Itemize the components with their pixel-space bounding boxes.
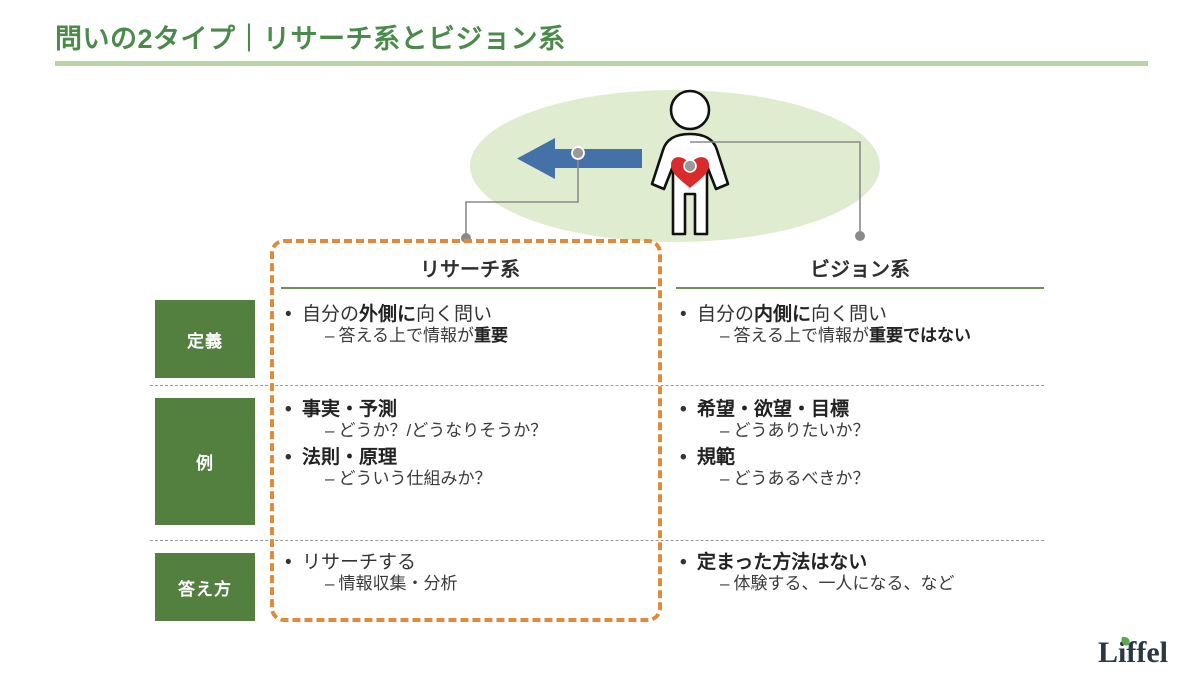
- sub-item: –どういう仕組みか？: [325, 469, 492, 488]
- cell-vision-example: 希望・欲望・目標 –どうありたいか？ 規範 –どうあるべきか？: [678, 400, 1058, 496]
- research-highlight-box: [270, 239, 662, 622]
- sub-item: –どうありたいか？: [720, 421, 870, 440]
- row-label-definition: 定義: [155, 300, 255, 378]
- cell-research-answer: リサーチする –情報収集・分析: [283, 553, 663, 601]
- bullet-item: 定まった方法はない: [678, 553, 1058, 572]
- leaf-icon: [1121, 636, 1130, 646]
- sub-item: –どうあるべきか？: [720, 469, 870, 488]
- row-separator: [150, 385, 1044, 386]
- person-figure-icon: [630, 88, 750, 248]
- bullet-item: リサーチする: [283, 553, 663, 572]
- sub-item: –体験する、一人になる、など: [720, 574, 955, 593]
- liffel-logo: Liffel: [1098, 636, 1184, 670]
- column-header-research: リサーチ系: [420, 259, 520, 281]
- bullet-item: 規範: [678, 448, 1058, 467]
- cell-vision-definition: 自分の内側に向く問い –答える上で情報が重要ではない: [678, 305, 1058, 353]
- sub-item: –情報収集・分析: [325, 574, 458, 593]
- cell-vision-answer: 定まった方法はない –体験する、一人になる、など: [678, 553, 1058, 601]
- bullet-item: 法則・原理: [283, 448, 663, 467]
- bullet-item: 自分の内側に向く問い: [678, 305, 1058, 324]
- cell-research-definition: 自分の外側に向く問い –答える上で情報が重要: [283, 305, 663, 353]
- logo-text: Liffel: [1098, 636, 1168, 669]
- row-label-answer-method: 答え方: [155, 553, 255, 621]
- sub-item: –どうか？/どうなりそうか？: [325, 421, 548, 440]
- sub-item: –答える上で情報が重要: [325, 326, 508, 345]
- column-header-rule-vision: [676, 287, 1044, 289]
- cell-research-example: 事実・予測 –どうか？/どうなりそうか？ 法則・原理 –どういう仕組みか？: [283, 400, 663, 496]
- row-label-example: 例: [155, 398, 255, 525]
- title-underline-rule: [55, 61, 1148, 66]
- bullet-item: 事実・予測: [283, 400, 663, 419]
- bullet-item: 自分の外側に向く問い: [283, 305, 663, 324]
- blue-left-arrow: [517, 136, 642, 181]
- column-header-rule-research: [281, 287, 656, 289]
- sub-item: –答える上で情報が重要ではない: [720, 326, 971, 345]
- column-header-vision: ビジョン系: [810, 259, 910, 281]
- bullet-item: 希望・欲望・目標: [678, 400, 1058, 419]
- illustration-group: [455, 88, 895, 248]
- page-title: 問いの2タイプ｜リサーチ系とビジョン系: [55, 24, 566, 54]
- row-separator: [150, 540, 1044, 541]
